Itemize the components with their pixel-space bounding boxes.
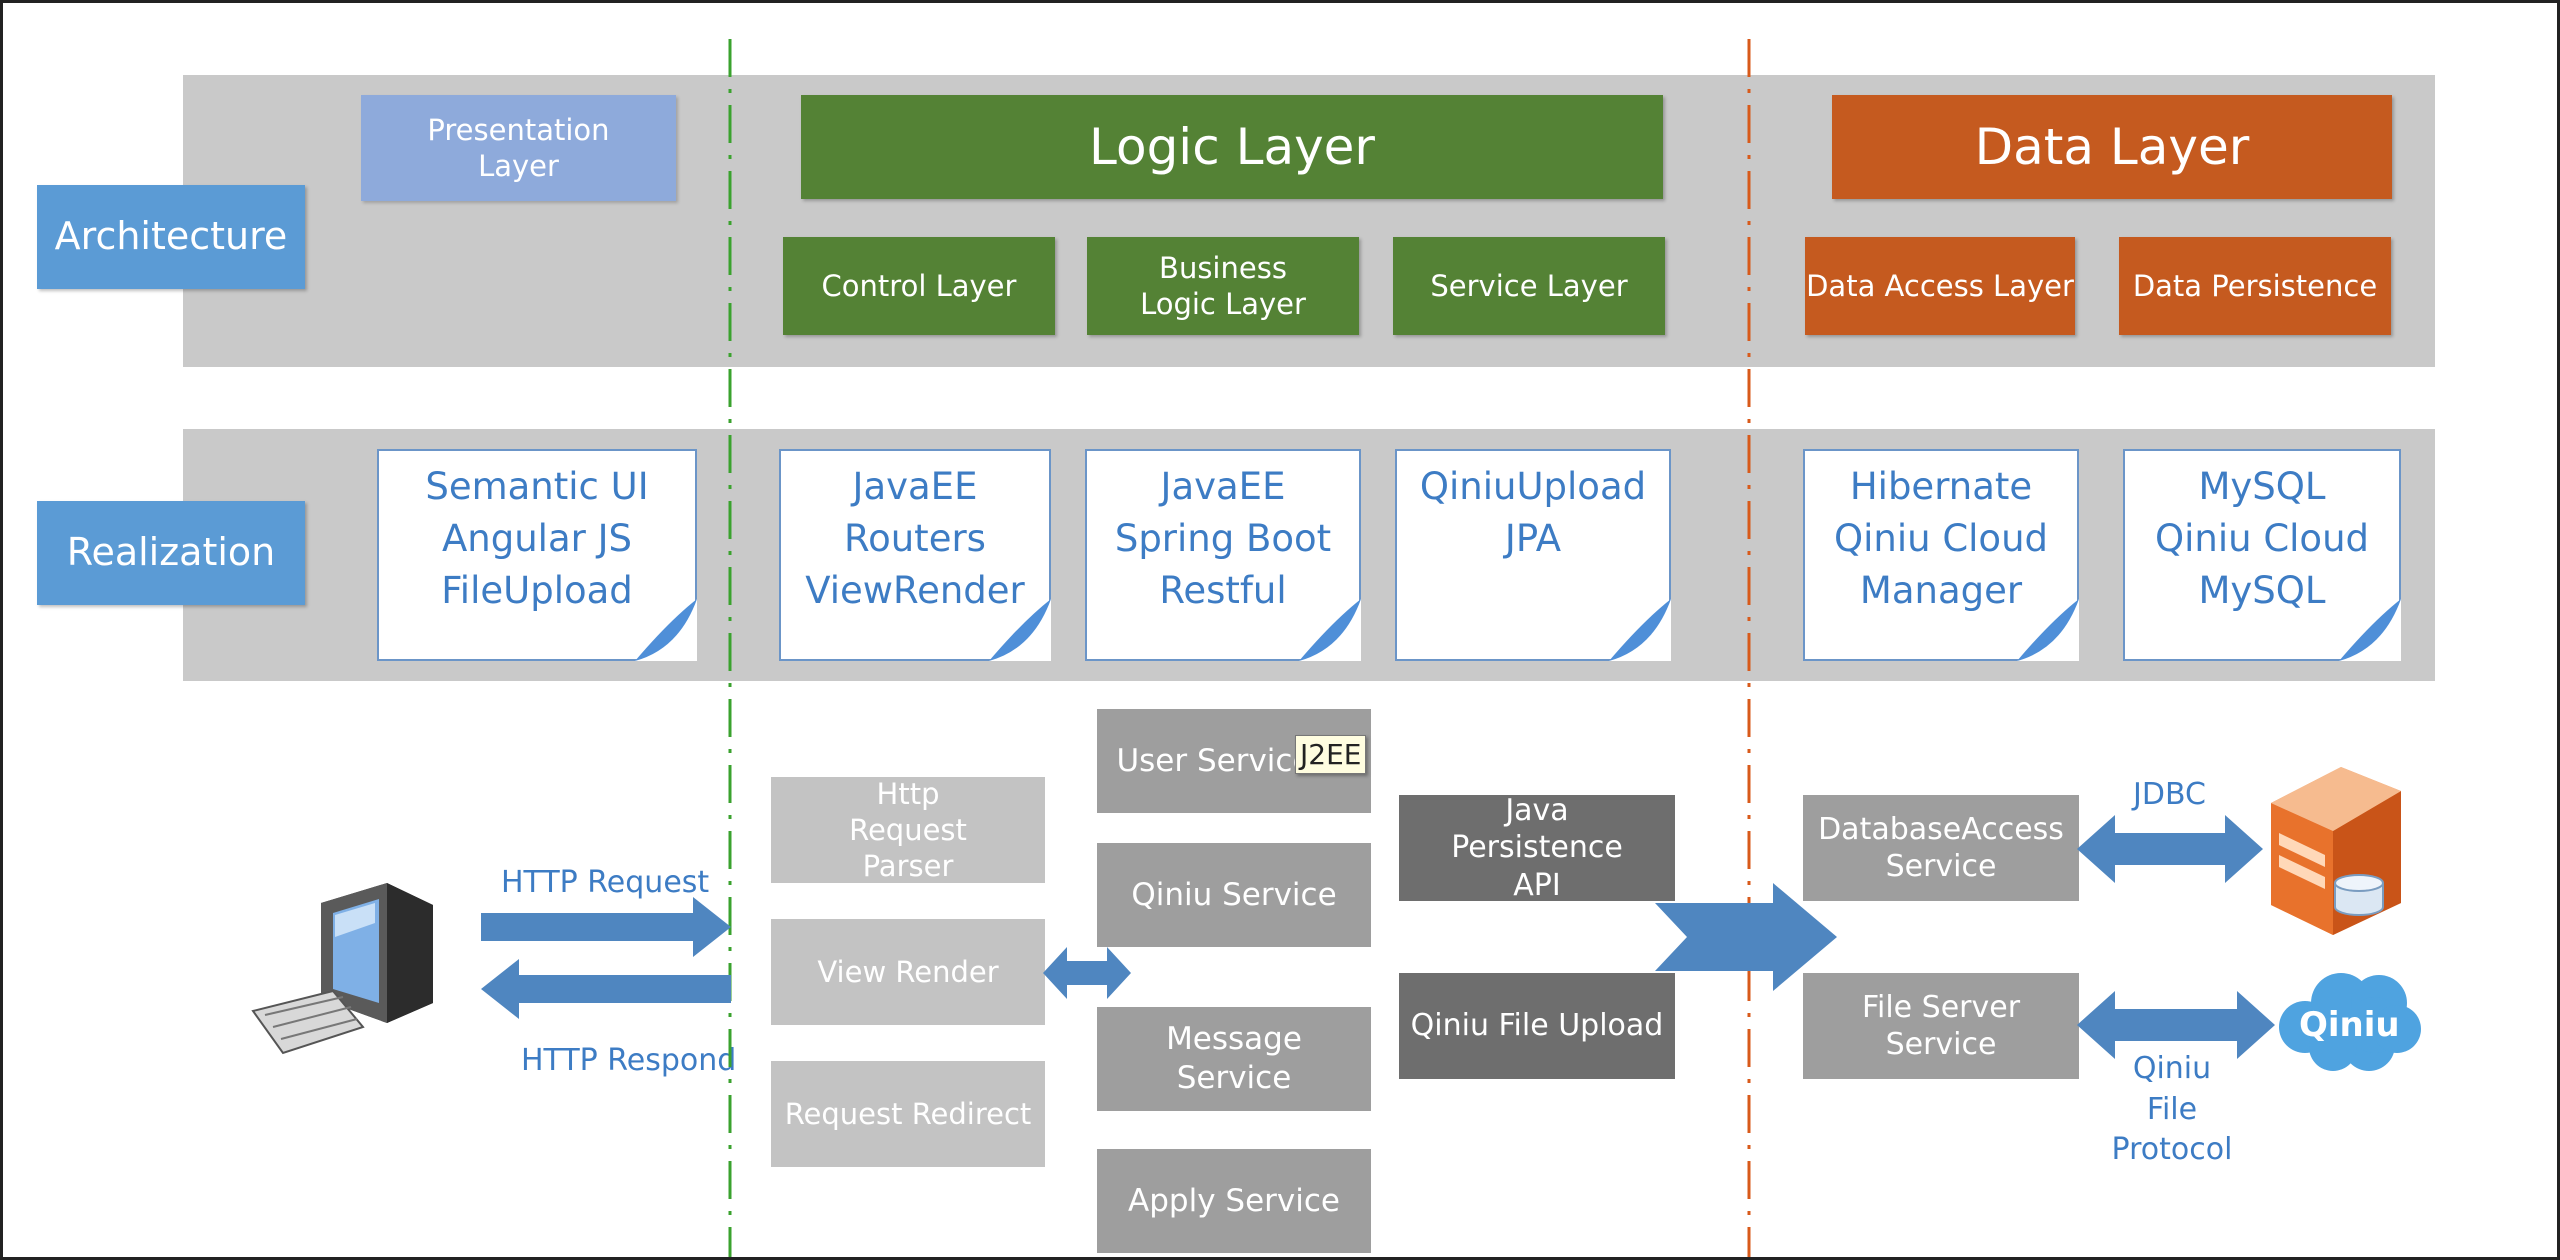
qiniu-file-upload: Qiniu File Upload xyxy=(1399,973,1675,1079)
qiniu-cloud-label: Qiniu xyxy=(2299,1005,2400,1045)
note-line: Spring Boot xyxy=(1114,517,1332,560)
jdbc-arrow xyxy=(2077,815,2263,883)
control-layer: Control Layer xyxy=(783,237,1055,335)
note-line: FileUpload xyxy=(441,569,633,612)
realization-note-data-access: Hibernate Qiniu Cloud Manager xyxy=(1803,449,2079,661)
note-line: Manager xyxy=(1859,569,2023,612)
architecture-row-label: Architecture xyxy=(37,185,305,289)
note-line: Routers xyxy=(844,517,986,560)
view-render: View Render xyxy=(771,919,1045,1025)
note-line: JavaEE xyxy=(852,465,978,508)
http-respond-arrow xyxy=(481,959,731,1019)
page-curl-icon xyxy=(1299,599,1361,661)
data-layer: Data Layer xyxy=(1832,95,2392,199)
data-persistence: Data Persistence xyxy=(2119,237,2391,335)
logic-layer: Logic Layer xyxy=(801,95,1663,199)
service-layer: Service Layer xyxy=(1393,237,1665,335)
qiniu-protocol-label: Qiniu File Protocol xyxy=(2111,1051,2233,1167)
qiniu-service: Qiniu Service xyxy=(1097,843,1371,947)
j2ee-tooltip: J2EE xyxy=(1295,735,1367,774)
http-respond-label: HTTP Respond xyxy=(521,1043,737,1078)
realization-note-control: JavaEE Routers ViewRender xyxy=(779,449,1051,661)
note-line: JavaEE xyxy=(1160,465,1286,508)
page-curl-icon xyxy=(2339,599,2401,661)
computer-icon xyxy=(251,883,433,1055)
file-server-service: File Server Service xyxy=(1803,973,2079,1079)
http-request-parser: Http Request Parser xyxy=(771,777,1045,883)
request-redirect: Request Redirect xyxy=(771,1061,1045,1167)
note-line: Restful xyxy=(1159,569,1287,612)
note-line: Angular JS xyxy=(441,517,633,560)
page-curl-icon xyxy=(2017,599,2079,661)
business-logic-layer: Business Logic Layer xyxy=(1087,237,1359,335)
data-access-layer: Data Access Layer xyxy=(1805,237,2075,335)
note-line: QiniuUpload xyxy=(1419,465,1647,508)
note-line: Qiniu Cloud xyxy=(2154,517,2370,560)
presentation-layer: Presentation Layer xyxy=(361,95,676,201)
page-curl-icon xyxy=(1609,599,1671,661)
page-curl-icon xyxy=(989,599,1051,661)
java-persistence-api: Java Persistence API xyxy=(1399,793,1675,903)
note-line: JPA xyxy=(1504,517,1562,560)
note-line: ViewRender xyxy=(805,569,1025,612)
database-access-service: DatabaseAccess Service xyxy=(1803,795,2079,901)
http-request-label: HTTP Request xyxy=(501,865,710,900)
note-line: MySQL xyxy=(2198,465,2326,508)
note-line: Hibernate xyxy=(1849,465,2033,508)
http-request-arrow xyxy=(481,897,731,957)
realization-note-service: QiniuUpload JPA xyxy=(1395,449,1671,661)
realization-row-label: Realization xyxy=(37,501,305,605)
note-line: Qiniu Cloud xyxy=(1833,517,2049,560)
jdbc-label: JDBC xyxy=(2133,777,2206,812)
note-line: MySQL xyxy=(2198,569,2326,612)
note-line: Semantic UI xyxy=(425,465,649,508)
realization-note-presentation: Semantic UI Angular JS FileUpload xyxy=(377,449,697,661)
realization-note-persistence: MySQL Qiniu Cloud MySQL xyxy=(2123,449,2401,661)
realization-note-business: JavaEE Spring Boot Restful xyxy=(1085,449,1361,661)
controller-service-arrow xyxy=(1043,947,1131,999)
database-server-icon xyxy=(2271,767,2401,935)
page-curl-icon xyxy=(635,599,697,661)
message-service: Message Service xyxy=(1097,1007,1371,1111)
apply-service: Apply Service xyxy=(1097,1149,1371,1253)
